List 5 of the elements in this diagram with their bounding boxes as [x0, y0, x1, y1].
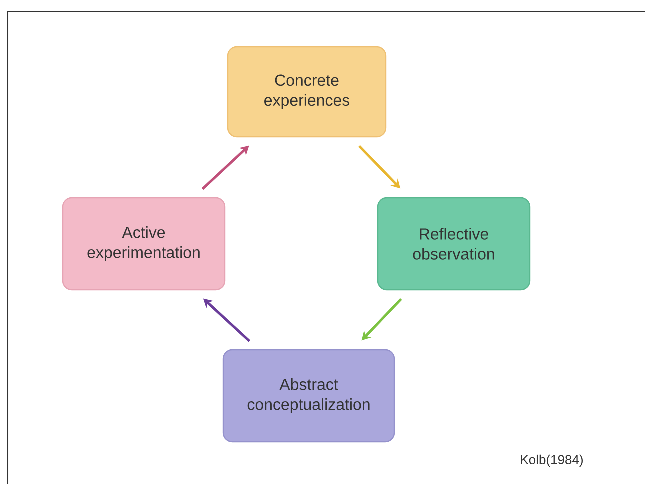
stage-box: Concrete experiences	[227, 46, 387, 138]
stage-box: Abstract conceptualization	[222, 349, 396, 443]
citation-label: Kolb(1984)	[521, 454, 583, 468]
stage-box: Reflective observation	[377, 197, 531, 291]
stage-box: Active experimentation	[62, 197, 226, 291]
